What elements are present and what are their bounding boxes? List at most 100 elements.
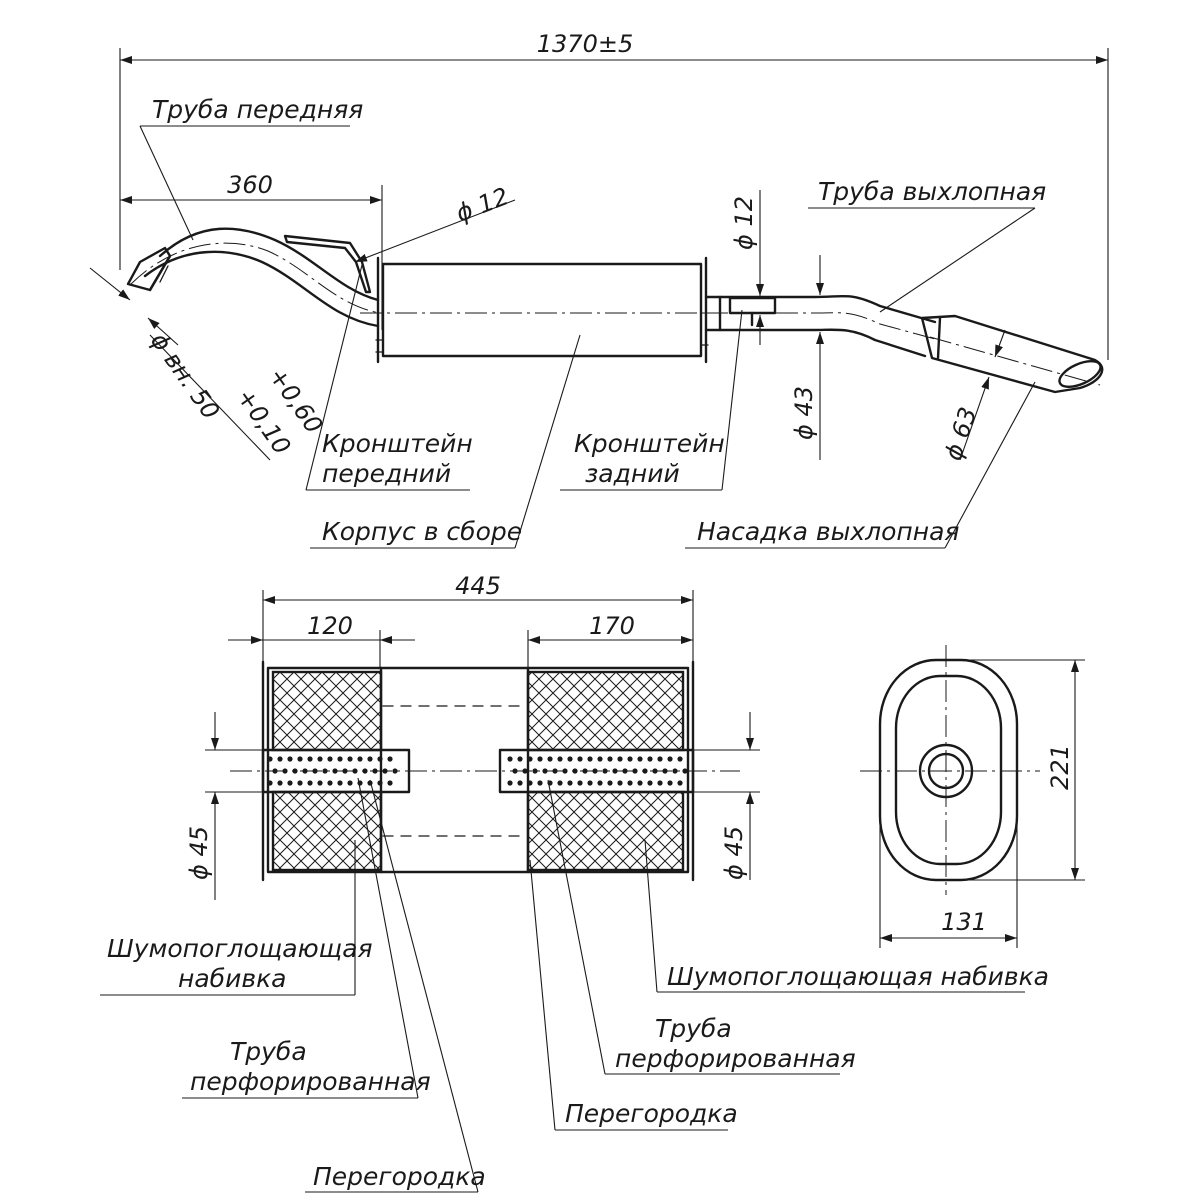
perforation-hole	[577, 780, 583, 786]
right-packing-callout: Шумопоглощающая набивка	[644, 839, 1049, 993]
front-bracket-dia-text: ϕ 12	[452, 182, 512, 227]
tip-dia-callout: ϕ 63	[939, 329, 1006, 464]
perforation-hole	[657, 780, 663, 786]
front-pipe	[126, 227, 381, 328]
perforation-hole	[392, 768, 398, 774]
perforation-hole	[667, 756, 673, 762]
perforation-hole	[387, 780, 393, 786]
right-packing-bottom	[526, 790, 685, 872]
perforation-hole	[517, 756, 523, 762]
perforation-hole	[347, 756, 353, 762]
left-baffle-label: Перегородка	[313, 1162, 486, 1191]
perforation-hole	[607, 780, 613, 786]
inlet-dia-callout: ϕ вн. 50 +0,60 +0,10	[89, 267, 328, 461]
right-packing-label: Шумопоглощающая набивка	[667, 962, 1049, 991]
perforation-hole	[627, 780, 633, 786]
right-baffle-label: Перегородка	[565, 1099, 738, 1128]
right-perf-pipe-label-2: перфорированная	[615, 1044, 856, 1073]
perforation-hole	[287, 756, 293, 762]
rear-bracket-dia-text: ϕ 12	[730, 196, 758, 250]
body-height-text: 221	[1046, 744, 1074, 790]
body-assembly-callout: Корпус в сборе	[310, 334, 581, 549]
body-width-text: 131	[941, 908, 987, 936]
perforation-hole	[617, 780, 623, 786]
exhaust-pipe-label: Труба выхлопная	[818, 177, 1046, 206]
perforation-hole	[532, 768, 538, 774]
left-perf-pipe-label-1: Труба	[230, 1037, 307, 1066]
outlet-chamber-dimension: 170	[527, 612, 693, 668]
left-packing-label-1: Шумопоглощающая	[107, 934, 373, 963]
exhaust-pipe-callout: Труба выхлопная	[808, 177, 1046, 313]
outlet-chamber-text: 170	[589, 612, 635, 640]
tail-pipe-dia-text: ϕ 43	[790, 386, 818, 440]
exhaust-tip	[920, 314, 1104, 394]
exhaust-tip-callout: Насадка выхлопная	[685, 381, 1036, 549]
overall-length-dimension: 1370±5	[119, 30, 1109, 360]
perforation-hole	[627, 756, 633, 762]
perforation-hole	[597, 780, 603, 786]
left-baffle-callout: Перегородка	[305, 779, 486, 1193]
perforation-hole	[267, 780, 273, 786]
perforation-hole	[647, 756, 653, 762]
perforation-hole	[637, 756, 643, 762]
inlet-chamber-dimension: 120	[228, 612, 415, 668]
front-pipe-length-dimension: 360	[120, 171, 383, 330]
exhaust-pipe	[704, 294, 937, 358]
assembly-view: 1370±5 360 ϕ 12	[89, 30, 1109, 549]
left-packing-label-2: набивка	[178, 964, 286, 993]
inlet-dia-text: ϕ вн. 50	[145, 327, 225, 424]
perforation-hole	[327, 756, 333, 762]
perforation-hole	[297, 780, 303, 786]
right-perf-pipe-label-1: Труба	[655, 1014, 732, 1043]
left-perf-pipe-callout: Труба перфорированная	[182, 777, 431, 1099]
right-pipe-perforations	[507, 756, 688, 786]
perforation-hole	[277, 780, 283, 786]
perforation-hole	[317, 780, 323, 786]
front-bracket	[283, 234, 372, 294]
muffler-section-view: 445 120 170	[100, 572, 1049, 1193]
left-perf-pipe-label-2: перфорированная	[190, 1067, 431, 1096]
perforation-hole	[267, 756, 273, 762]
perforation-hole	[577, 756, 583, 762]
body-height-dimension: 221	[946, 659, 1085, 881]
front-pipe-length-text: 360	[227, 171, 273, 199]
tip-dia-text: ϕ 63	[939, 404, 982, 464]
front-bracket-dia-callout: ϕ 12	[354, 182, 516, 263]
perforation-hole	[537, 756, 543, 762]
perforation-hole	[617, 756, 623, 762]
muffler-body	[360, 256, 720, 364]
perforation-hole	[377, 756, 383, 762]
left-packing-top	[271, 670, 383, 752]
rear-bracket-callout: Кронштейн задний	[560, 309, 743, 491]
perforation-hole	[657, 756, 663, 762]
front-bracket-callout: Кронштейн передний	[305, 264, 473, 491]
perforation-hole	[677, 780, 683, 786]
perforation-hole	[317, 756, 323, 762]
perforation-hole	[357, 756, 363, 762]
right-baffle-callout: Перегородка	[529, 859, 738, 1131]
left-packing-bottom	[271, 790, 383, 872]
perforation-hole	[507, 780, 513, 786]
perforation-hole	[327, 780, 333, 786]
perforation-hole	[387, 756, 393, 762]
tail-pipe-dia-callout: ϕ 43	[790, 255, 824, 460]
right-pipe-dia-text: ϕ 45	[720, 826, 748, 880]
perforation-hole	[597, 756, 603, 762]
body-assembly-label: Корпус в сборе	[322, 517, 522, 546]
body-length-dimension: 445	[262, 572, 694, 662]
perforation-hole	[587, 780, 593, 786]
muffler-end-view: 221 131	[860, 645, 1085, 948]
right-perf-pipe-callout: Труба перфорированная	[547, 779, 856, 1075]
body-length-text: 445	[455, 572, 501, 600]
perforation-hole	[607, 756, 613, 762]
perforation-hole	[527, 780, 533, 786]
perforation-hole	[507, 756, 513, 762]
exhaust-tip-label: Насадка выхлопная	[697, 517, 959, 546]
body-width-dimension: 131	[879, 780, 1018, 948]
perforation-hole	[647, 780, 653, 786]
perforation-hole	[347, 780, 353, 786]
front-pipe-callout: Труба передняя	[139, 95, 363, 241]
perforation-hole	[547, 756, 553, 762]
perforation-hole	[587, 756, 593, 762]
